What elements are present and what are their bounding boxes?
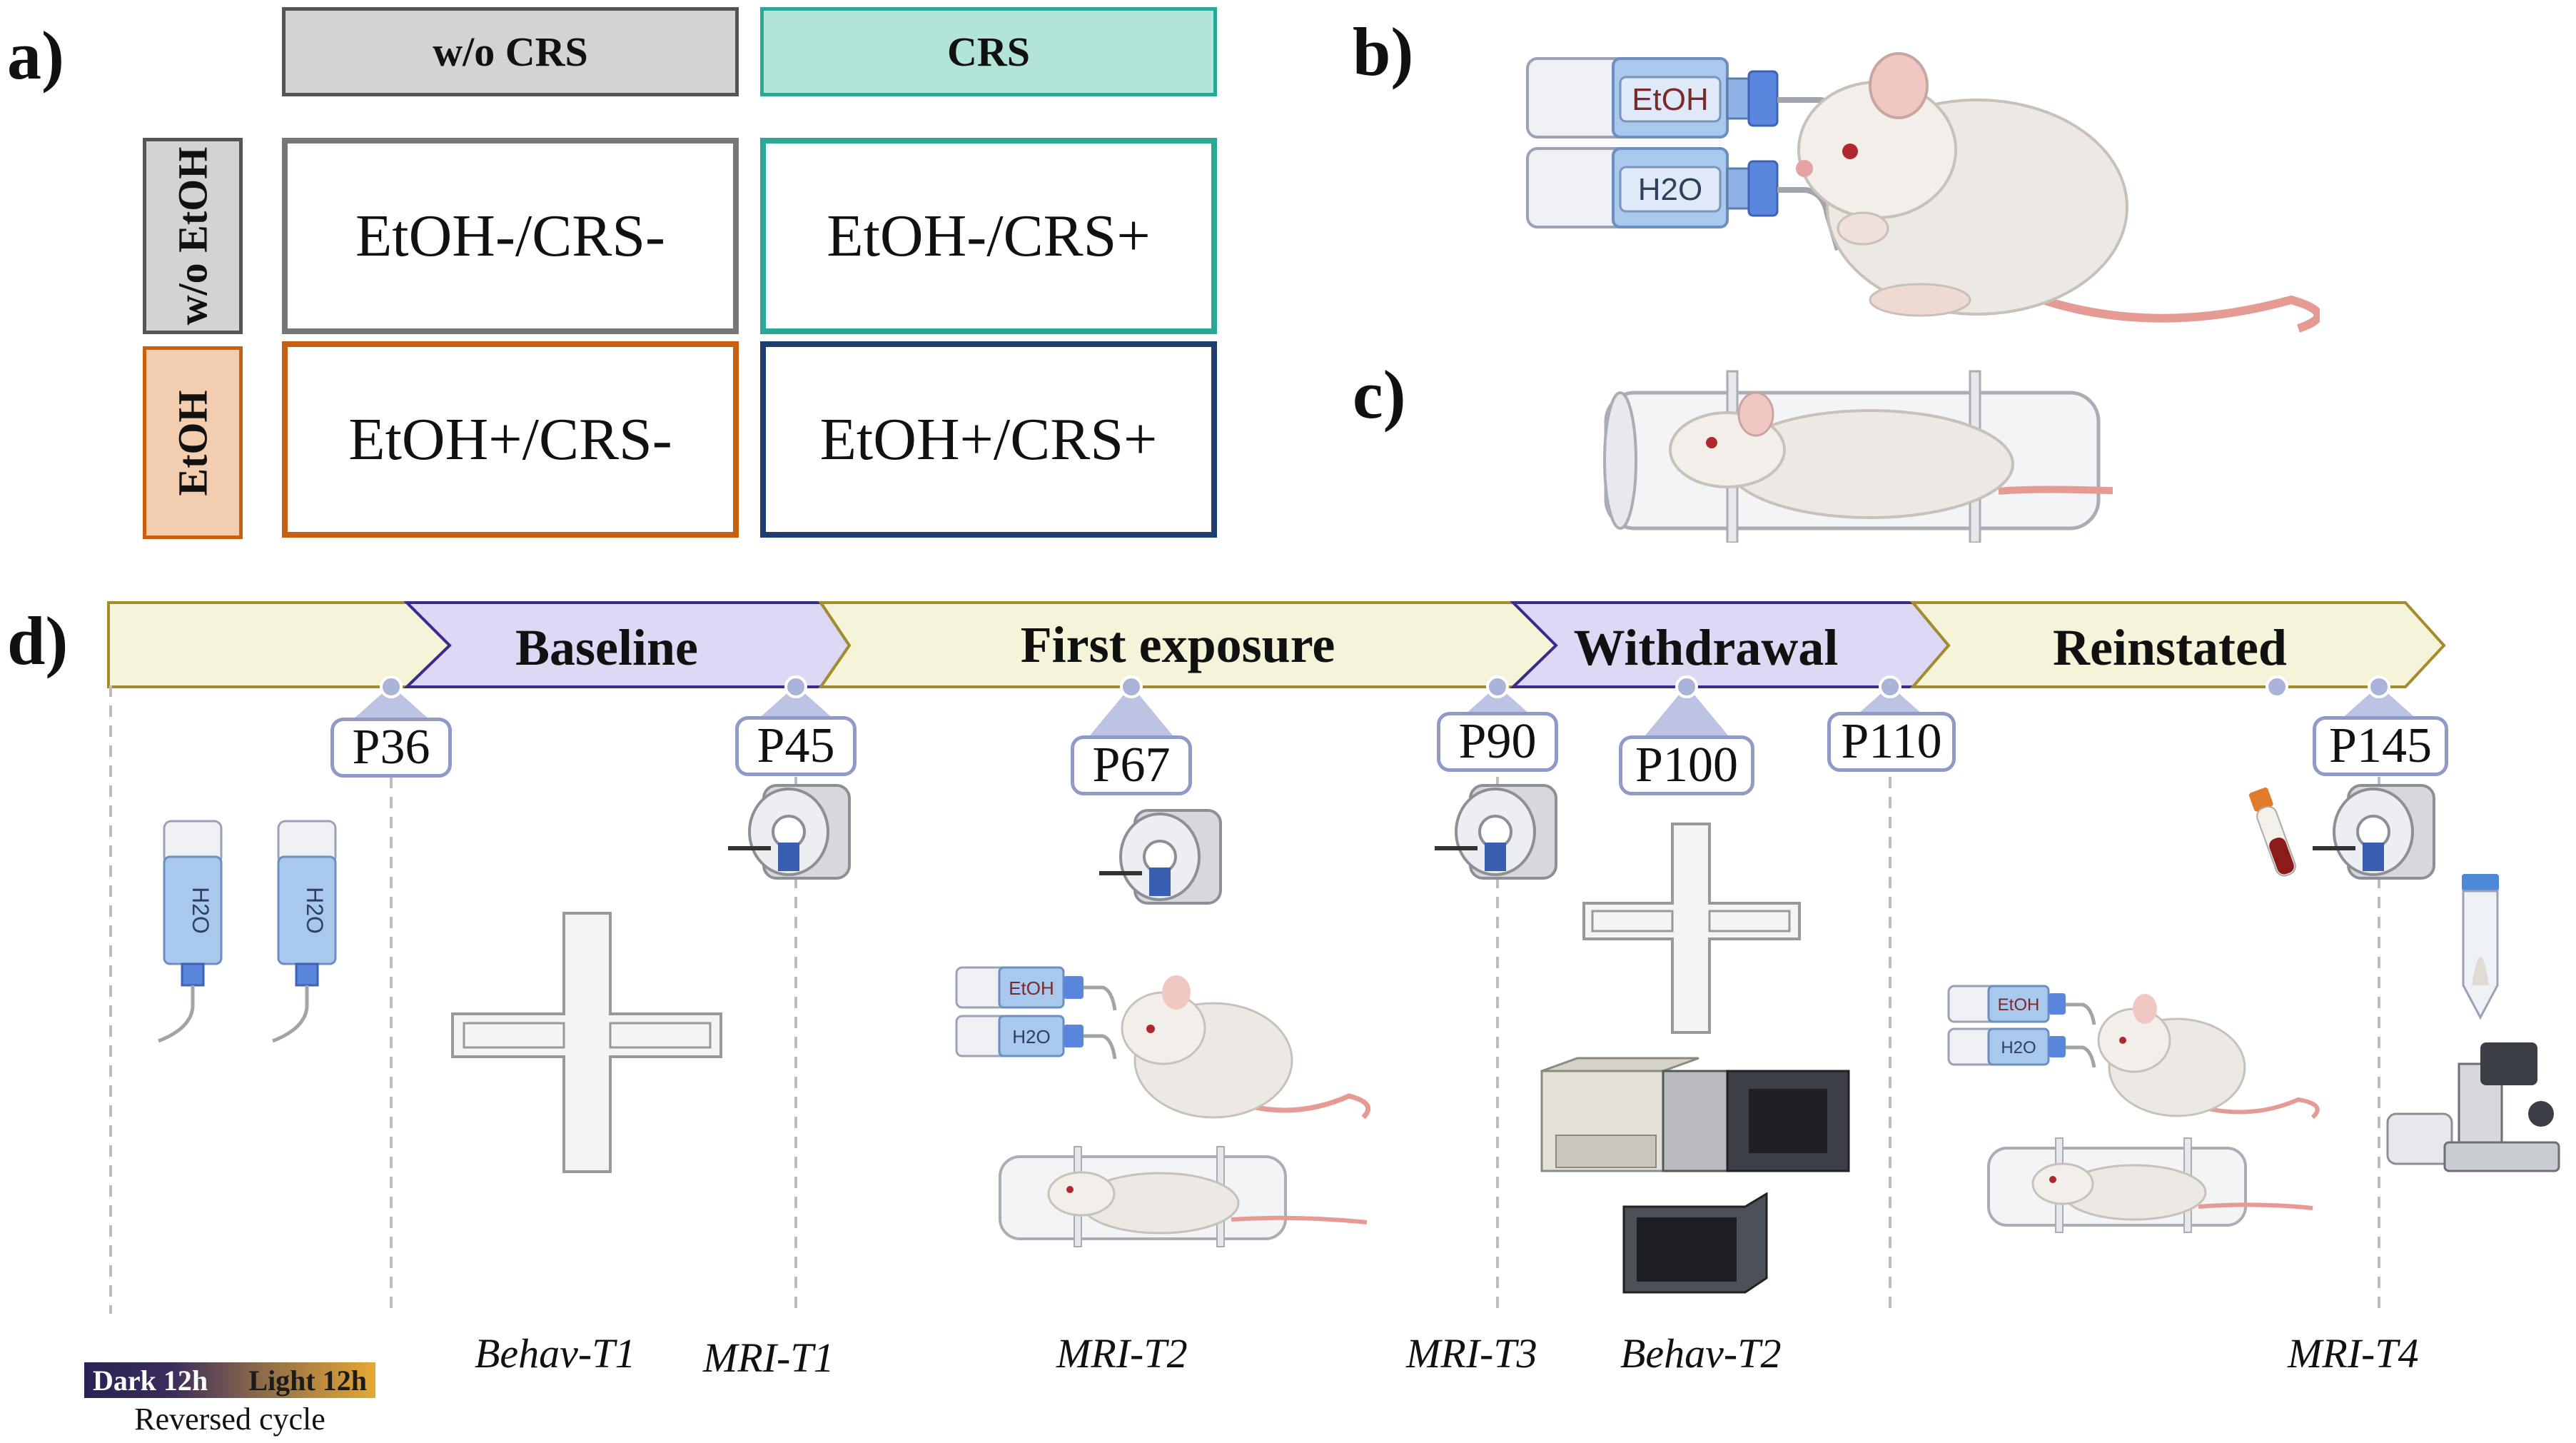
timepoint-p100: P100	[1619, 735, 1754, 795]
phase-arrow-reinstated	[1909, 601, 2446, 688]
sample-falcon-tube-icon	[2462, 874, 2499, 1020]
light-dark-box-icon	[1540, 1057, 1850, 1172]
water-bottle-1-icon: H2O	[158, 820, 223, 1043]
reinstated-drinking-mouse: EtOH H2O	[1947, 985, 2320, 1120]
timeline-phase-arrows	[107, 601, 2446, 688]
light-cycle-label: Light 12h	[248, 1364, 367, 1397]
bottom-label-mri-t1: MRI-T1	[703, 1334, 834, 1381]
col-header-without-crs: w/o CRS	[282, 7, 739, 96]
group-cell-etoh-neg-crs-pos: EtOH-/CRS+	[760, 138, 1217, 334]
bottom-label-mri-t3: MRI-T3	[1406, 1330, 1537, 1377]
phase-label-withdrawal: Withdrawal	[1573, 619, 1839, 676]
drinking-setup-illustration: EtOH H2O	[1526, 52, 2320, 333]
small-water-label-1: H2O	[1012, 1026, 1050, 1047]
water-bottle-1-label: H2O	[188, 887, 213, 934]
timepoint-p36: P36	[330, 718, 452, 778]
group-cell-etoh-neg-crs-neg: EtOH-/CRS-	[282, 138, 739, 334]
reinstated-restraint-tube	[1987, 1137, 2313, 1233]
group-cell-etoh-pos-crs-pos: EtOH+/CRS+	[760, 341, 1217, 538]
restraint-tube-illustration	[1603, 370, 2113, 543]
mri-scanner-icon-2	[1099, 809, 1222, 905]
panel-b-label: b)	[1353, 14, 1414, 90]
bottom-label-behav-t2: Behav-T2	[1620, 1330, 1782, 1377]
phase-label-first-exposure: First exposure	[1020, 616, 1335, 673]
timepoint-p90: P90	[1437, 712, 1558, 772]
mri-scanner-icon-3	[1435, 784, 1557, 880]
row-header-etoh-text: EtOH	[169, 389, 216, 496]
panel-c-label: c)	[1353, 356, 1406, 433]
small-etoh-bottle-icon: EtOH	[955, 966, 1117, 1011]
water-bottle-2-label: H2O	[302, 887, 328, 934]
first-exposure-drinking-mouse: EtOH H2O	[955, 966, 1371, 1120]
bottom-label-mri-t2: MRI-T2	[1056, 1330, 1188, 1377]
timepoint-p45: P45	[735, 716, 857, 776]
bottom-label-behav-t1: Behav-T1	[475, 1330, 636, 1377]
plus-maze-icon-1	[451, 912, 722, 1173]
small-water-bottle-icon: H2O	[955, 1015, 1117, 1060]
mri-scanner-icon-1	[728, 784, 851, 880]
water-bottle-label: H2O	[1638, 172, 1702, 207]
mri-scanner-icon-4	[2313, 784, 2435, 880]
small-etoh-label-2: EtOH	[1998, 995, 2040, 1015]
timepoint-p110: P110	[1827, 712, 1956, 772]
small-water-label-2: H2O	[2001, 1038, 2036, 1057]
col-header-crs: CRS	[760, 7, 1217, 96]
timepoint-p67: P67	[1071, 735, 1192, 795]
row-header-without-etoh-text: w/o EtOH	[169, 146, 216, 326]
plus-maze-icon-2	[1582, 823, 1801, 1034]
habituation-water-bottles: H2O H2O	[158, 820, 337, 1043]
group-cell-etoh-pos-crs-neg: EtOH+/CRS-	[282, 341, 739, 538]
small-etoh-label-1: EtOH	[1009, 977, 1054, 999]
row-header-without-etoh: w/o EtOH	[143, 138, 243, 334]
blood-sample-tube-icon	[2248, 788, 2296, 877]
water-bottle-icon: H2O	[1526, 147, 1841, 251]
first-exposure-restraint-tube	[999, 1146, 1367, 1247]
microscope-icon	[2386, 1042, 2560, 1172]
bottom-label-mri-t4: MRI-T4	[2288, 1330, 2419, 1377]
small-water-bottle-icon-2: H2O	[1947, 1027, 2096, 1068]
water-bottle-2-icon: H2O	[272, 820, 337, 1043]
mouse-drinking-icon	[1796, 52, 2320, 333]
etoh-bottle-label: EtOH	[1632, 82, 1709, 117]
phase-label-baseline: Baseline	[515, 619, 698, 676]
dark-box-icon	[1622, 1192, 1768, 1294]
row-header-etoh: EtOH	[143, 346, 243, 539]
small-etoh-bottle-icon-2: EtOH	[1947, 985, 2096, 1025]
light-cycle-bar: Dark 12h Light 12h	[84, 1362, 375, 1398]
dark-cycle-label: Dark 12h	[93, 1364, 208, 1397]
phase-label-reinstated: Reinstated	[2053, 619, 2287, 676]
reversed-cycle-caption: Reversed cycle	[134, 1402, 325, 1437]
panel-d-label: d)	[7, 603, 69, 679]
timepoint-p145: P145	[2313, 716, 2448, 776]
panel-a-label: a)	[7, 17, 64, 94]
